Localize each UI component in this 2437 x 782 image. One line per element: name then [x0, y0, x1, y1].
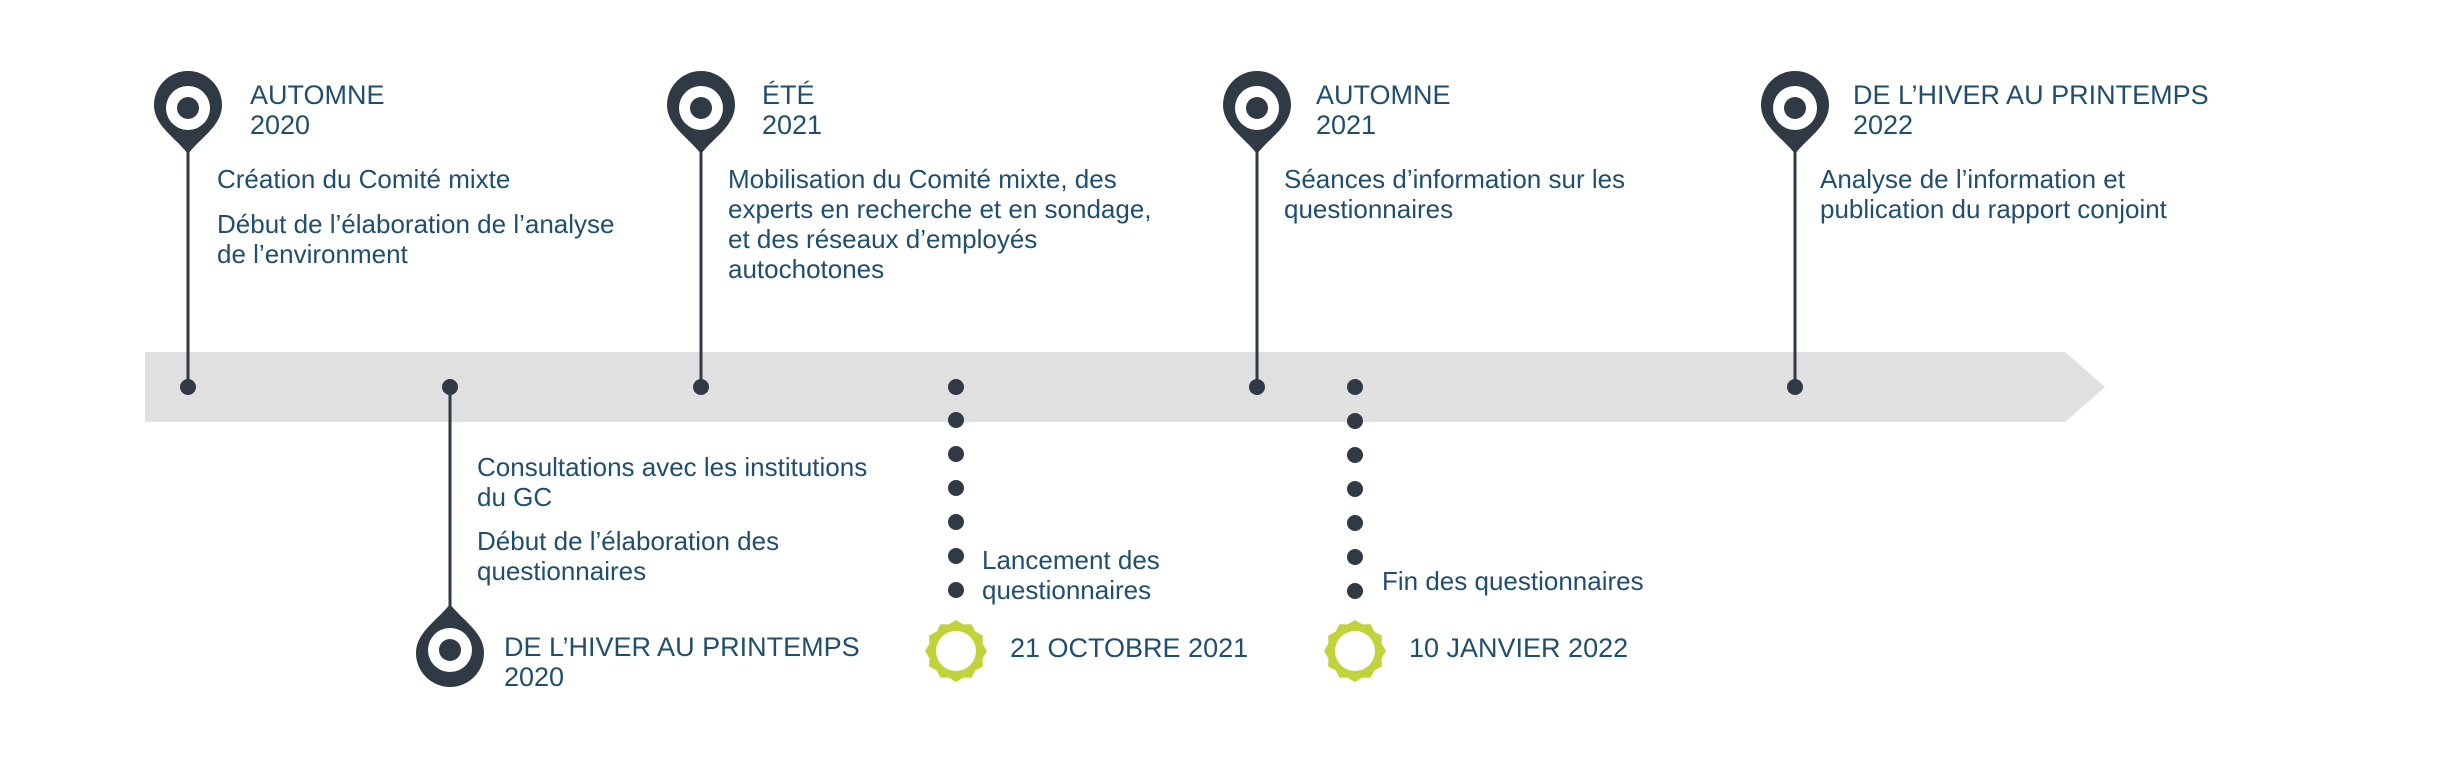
location-pin-icon [667, 71, 735, 154]
milestone-period: ÉTÉ 2021 [762, 80, 823, 140]
milestone-date: 10 JANVIER 2022 [1409, 633, 1629, 663]
timeline-arrow [145, 352, 2105, 422]
timeline-dot [180, 379, 196, 395]
location-pin-icon [416, 604, 484, 687]
starburst-badge-icon [1324, 620, 1386, 682]
timeline-dot [442, 379, 458, 395]
milestone-item: Mobilisation du Comité mixte, des expert… [728, 164, 1152, 284]
milestone-period: AUTOMNE 2021 [1316, 80, 1451, 140]
milestone-item: Lancement des questionnaires [982, 545, 1160, 605]
milestone-item: Consultations avec les institutions du G… [477, 452, 868, 512]
location-pin-icon [154, 71, 222, 154]
milestone-item: Fin des questionnaires [1382, 566, 1644, 596]
milestone-item: Début de l’élaboration de l’analyse de l… [217, 209, 615, 269]
dotted-connector [1347, 379, 1363, 599]
milestone-item: Début de l’élaboration des questionnaire… [477, 526, 780, 586]
starburst-badge-icon [925, 620, 987, 682]
location-pin-icon [1223, 71, 1291, 154]
milestone-period: AUTOMNE 2020 [250, 80, 385, 140]
timeline-dot [693, 379, 709, 395]
dotted-connector [948, 379, 964, 598]
location-pin-icon [1761, 71, 1829, 154]
milestone-item: Analyse de l’information et publication … [1820, 164, 2167, 224]
milestone-period: DE L’HIVER AU PRINTEMPS 2020 [504, 632, 860, 692]
milestone-date: 21 OCTOBRE 2021 [1010, 633, 1249, 663]
milestone-item: Séances d’information sur les questionna… [1284, 164, 1626, 224]
timeline-dot [1787, 379, 1803, 395]
milestone-period: DE L’HIVER AU PRINTEMPS 2022 [1853, 80, 2209, 140]
milestone-item: Création du Comité mixte [217, 164, 511, 194]
timeline-dot [1249, 379, 1265, 395]
